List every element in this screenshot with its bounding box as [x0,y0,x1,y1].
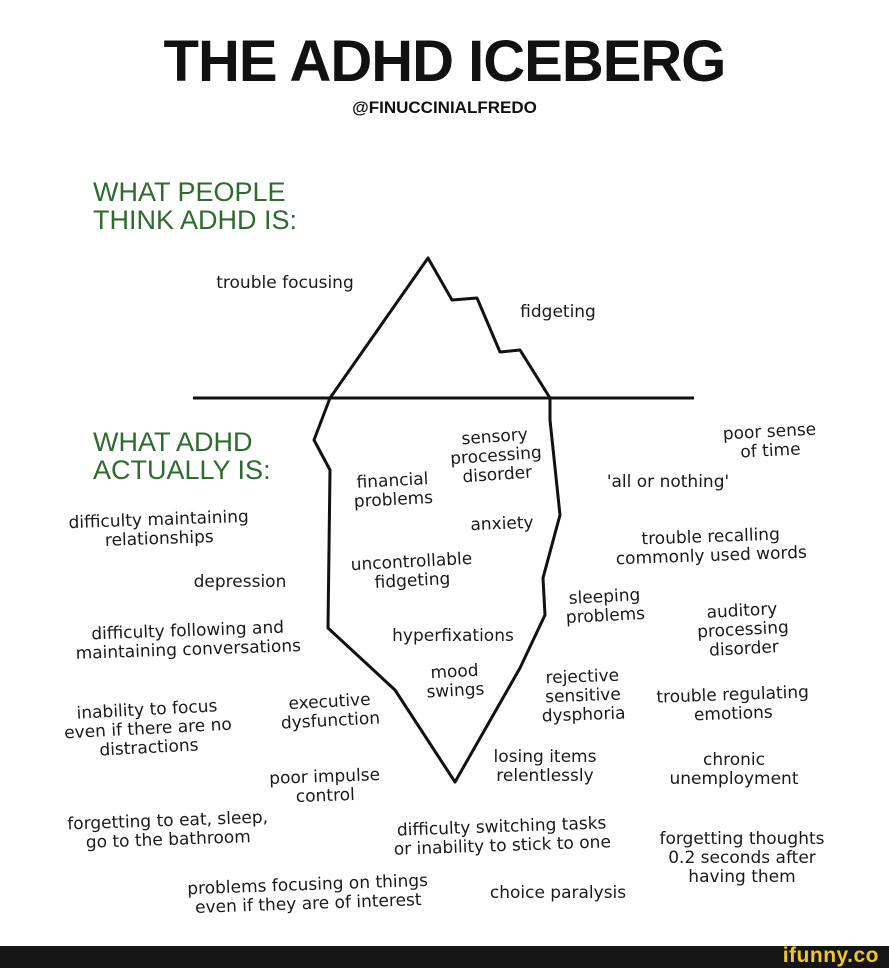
label-line: losing items [493,747,597,767]
label-line: 0.2 seconds after [668,848,816,868]
label-line: anxiety [470,512,534,536]
author-credit: @FINUCCINIALFREDO [352,98,537,117]
ifunny-logo: ifunny.co [782,944,879,967]
label-forgetting-eat: forgetting to eat, sleep,go to the bathr… [67,808,269,854]
label-anxiety: anxiety [470,512,534,536]
above-waterline-heading: WHAT PEOPLE THINK ADHD IS: [93,177,298,235]
label-line: chronic [703,750,765,770]
label-line: control [295,784,356,808]
label-line: relentlessly [496,766,594,786]
label-line: 'all or nothing' [606,472,730,492]
label-trouble-focusing: trouble focusing [216,274,354,293]
label-line: dysphoria [541,703,626,727]
iceberg-outline [312,256,562,784]
label-line: swings [426,679,485,703]
watermark-bar [0,946,889,968]
label-line: choice paralysis [489,883,627,903]
label-line: fidgeting [520,302,596,322]
label-choice: choice paralysis [490,884,626,903]
label-hyperfixations: hyperfixations [392,627,514,646]
label-line: depression [193,572,287,592]
label-line: forgetting thoughts [659,829,825,849]
label-line: trouble focusing [216,273,354,293]
below-waterline-heading: WHAT ADHD ACTUALLY IS: [93,427,271,485]
label-fidgeting: fidgeting [520,303,596,322]
label-all-or-nothing: 'all or nothing' [607,473,729,492]
label-depression: depression [194,573,287,592]
label-line: having them [688,867,796,887]
label-line: unemployment [669,769,799,789]
page-title: THE ADHD ICEBERG [163,29,727,94]
label-line: hyperfixations [392,626,514,646]
